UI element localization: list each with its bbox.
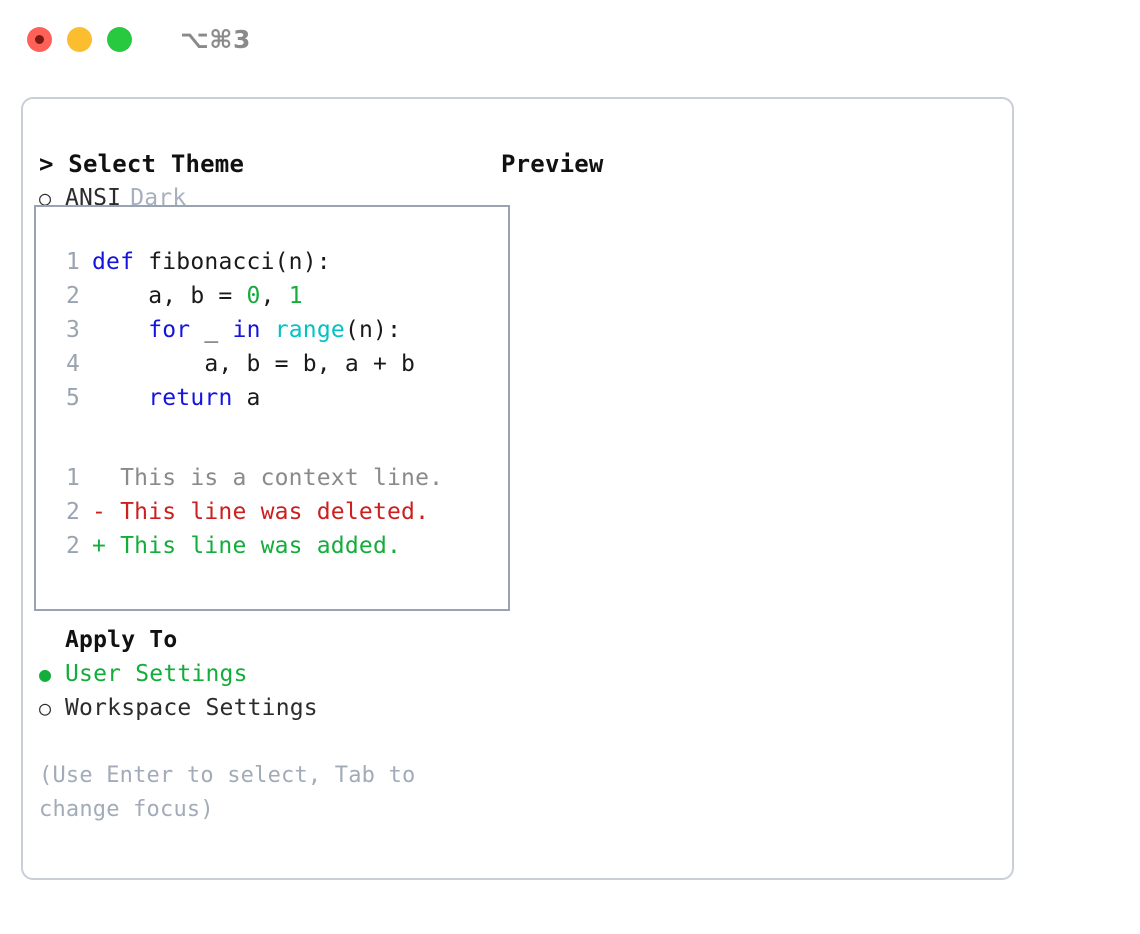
code-token: - This line was deleted. bbox=[92, 499, 430, 525]
code-token: range bbox=[274, 317, 345, 343]
code-token: for bbox=[148, 317, 191, 343]
diff-line: 1 This is a context line. bbox=[50, 461, 508, 495]
theme-option-row[interactable]: ○ Workspace Settings bbox=[39, 691, 479, 725]
close-button[interactable] bbox=[27, 26, 52, 52]
code-line: 3 for _ in range(n): bbox=[50, 313, 508, 347]
radio-unselected-icon: ○ bbox=[39, 186, 52, 210]
window-controls bbox=[27, 26, 132, 52]
line-number: 2 bbox=[65, 533, 80, 559]
code-token: 1 bbox=[288, 283, 303, 309]
code-token bbox=[92, 313, 148, 347]
line-number: 2 bbox=[65, 283, 80, 309]
apply-to-option-list: ● User Settings ○ Workspace Settings bbox=[39, 657, 479, 725]
diff-line: 2 - This line was deleted. bbox=[50, 495, 508, 529]
keyboard-shortcut-label: ⌥⌘3 bbox=[180, 24, 251, 54]
code-line: 5 return a bbox=[50, 381, 508, 415]
code-line: 2 a, b = 0, 1 bbox=[50, 279, 508, 313]
option-label: Workspace Settings bbox=[65, 695, 318, 721]
code-token: 0 bbox=[246, 283, 261, 309]
code-token: a bbox=[232, 385, 261, 411]
line-number: 1 bbox=[65, 249, 80, 275]
code-token: a, b = bbox=[92, 283, 247, 309]
line-number: 1 bbox=[65, 465, 80, 491]
keyboard-hint-text: (Use Enter to select, Tab to change focu… bbox=[39, 763, 416, 822]
code-token: def bbox=[92, 249, 149, 275]
code-token: + This line was added. bbox=[92, 533, 402, 559]
code-token: a, b = b, a + b bbox=[92, 351, 416, 377]
code-token: fibonacci(n): bbox=[148, 249, 331, 275]
diff-line: 2 + This line was added. bbox=[50, 529, 508, 563]
minimize-button[interactable] bbox=[67, 26, 92, 52]
radio-selected-icon: ● bbox=[39, 662, 52, 686]
theme-option-row[interactable]: ● User Settings bbox=[39, 657, 479, 691]
code-token: return bbox=[148, 385, 233, 411]
code-diff-gap bbox=[50, 415, 508, 461]
code-line: 4 a, b = b, a + b bbox=[50, 347, 508, 381]
code-token: , bbox=[260, 283, 289, 309]
line-number: 5 bbox=[65, 385, 80, 411]
window-title-bar: ⌥⌘3 bbox=[0, 0, 1140, 78]
line-number: 4 bbox=[65, 351, 80, 377]
zoom-button[interactable] bbox=[107, 26, 132, 52]
line-number: 2 bbox=[65, 499, 80, 525]
radio-unselected-icon: ○ bbox=[39, 696, 52, 720]
code-token bbox=[92, 381, 148, 415]
code-token bbox=[261, 313, 275, 347]
code-token: in bbox=[232, 317, 261, 343]
line-number: 3 bbox=[65, 317, 80, 343]
preview-column: Preview bbox=[501, 147, 1001, 181]
preview-heading: Preview bbox=[501, 150, 604, 178]
code-line: 1 def fibonacci(n): bbox=[50, 245, 508, 279]
option-label: User Settings bbox=[65, 661, 248, 687]
apply-to-heading: Apply To bbox=[65, 627, 178, 653]
select-theme-heading: > Select Theme bbox=[39, 150, 245, 178]
hint-spacer bbox=[39, 725, 479, 759]
code-token: (n): bbox=[344, 317, 402, 343]
code-token: This is a context line. bbox=[92, 465, 444, 491]
code-token: _ bbox=[190, 317, 233, 343]
diff-sample: 1 This is a context line. 2 - This line wa… bbox=[50, 461, 508, 563]
